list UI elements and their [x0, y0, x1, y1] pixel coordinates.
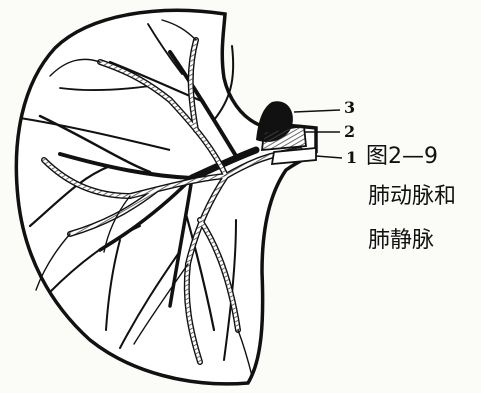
figure-number: 图2—9	[366, 146, 438, 168]
callout-label-1: 1	[346, 150, 357, 166]
caption-line-1: 肺动脉和	[368, 186, 456, 208]
callout-label-3: 3	[344, 100, 355, 116]
callout-label-2: 2	[344, 124, 355, 140]
caption-line-2: 肺静脉	[368, 230, 434, 252]
